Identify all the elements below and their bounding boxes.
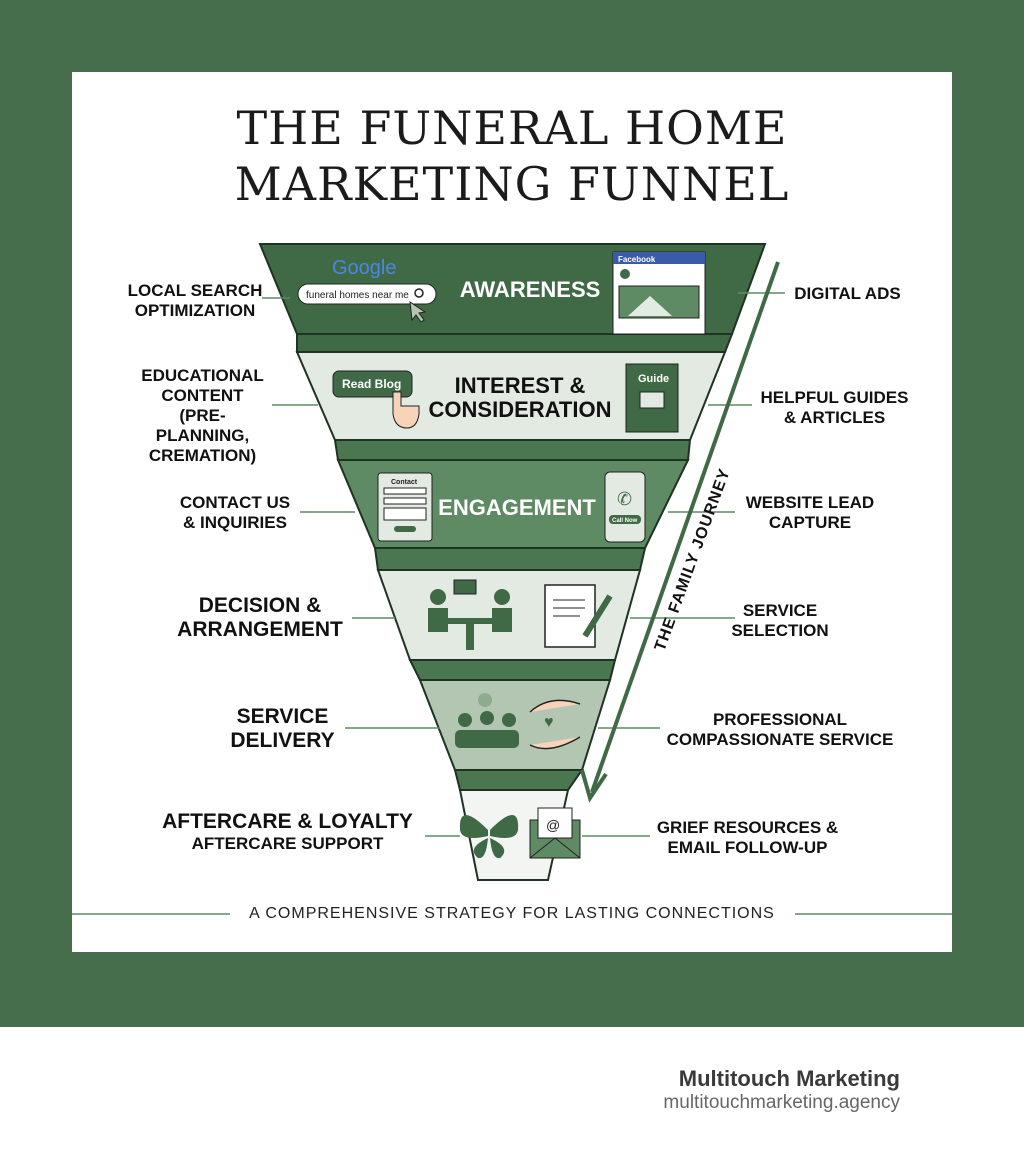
svg-text:Google: Google (332, 257, 397, 279)
funnel-diagram: THE FAMILY JOURNEY Google funeral homes … (72, 243, 952, 915)
label-decision: DECISION &ARRANGEMENT (177, 594, 343, 641)
svg-text:Facebook: Facebook (618, 255, 656, 264)
connector (408, 659, 617, 681)
connector (296, 333, 734, 353)
connector (453, 769, 584, 791)
google-search-icon: Google funeral homes near me (297, 257, 437, 323)
caring-hands-icon: ♥ (529, 699, 581, 750)
svg-text:✆: ✆ (617, 489, 632, 509)
journey-arrow (580, 261, 780, 803)
signed-document-icon (544, 584, 613, 648)
connector (373, 547, 647, 571)
guide-book-icon: Guide (625, 363, 679, 433)
svg-text:Guide: Guide (638, 373, 669, 385)
stage-awareness: AWARENESS (459, 277, 601, 302)
brand-name: Multitouch Marketing (678, 1066, 900, 1091)
layer-service (418, 679, 612, 771)
facebook-post-icon: Facebook (612, 251, 706, 335)
meeting-icon (428, 579, 512, 650)
svg-text:funeral homes near me: funeral homes near me (306, 290, 409, 301)
email-icon: @ (529, 807, 581, 859)
svg-text:Read Blog: Read Blog (342, 377, 401, 391)
read-blog-button: Read Blog (332, 370, 420, 429)
label-contact-us: CONTACT US& INQUIRIES (179, 493, 291, 532)
brand: Multitouch Marketing multitouchmarketing… (663, 1066, 900, 1114)
stage-engagement: ENGAGEMENT (438, 495, 596, 520)
svg-text:♥: ♥ (544, 714, 554, 731)
brand-url: multitouchmarketing.agency (663, 1092, 900, 1113)
connector (333, 439, 692, 461)
label-grief-resources: GRIEF RESOURCES &EMAIL FOLLOW-UP (656, 818, 839, 857)
contact-form-icon: Contact (377, 472, 433, 542)
svg-text:Contact: Contact (391, 479, 418, 486)
phone-icon: ✆ Call Now (604, 471, 646, 543)
svg-text:@: @ (546, 817, 560, 833)
label-helpful-guides: HELPFUL GUIDES& ARTICLES (760, 388, 909, 427)
label-digital-ads: DIGITAL ADS (794, 284, 901, 303)
tagline: A COMPREHENSIVE STRATEGY FOR LASTING CON… (249, 905, 775, 922)
stage-interest: INTEREST &CONSIDERATION (428, 373, 612, 422)
butterfly-icon (459, 815, 519, 859)
gathering-icon (455, 693, 519, 748)
svg-text:Call Now: Call Now (612, 518, 638, 524)
